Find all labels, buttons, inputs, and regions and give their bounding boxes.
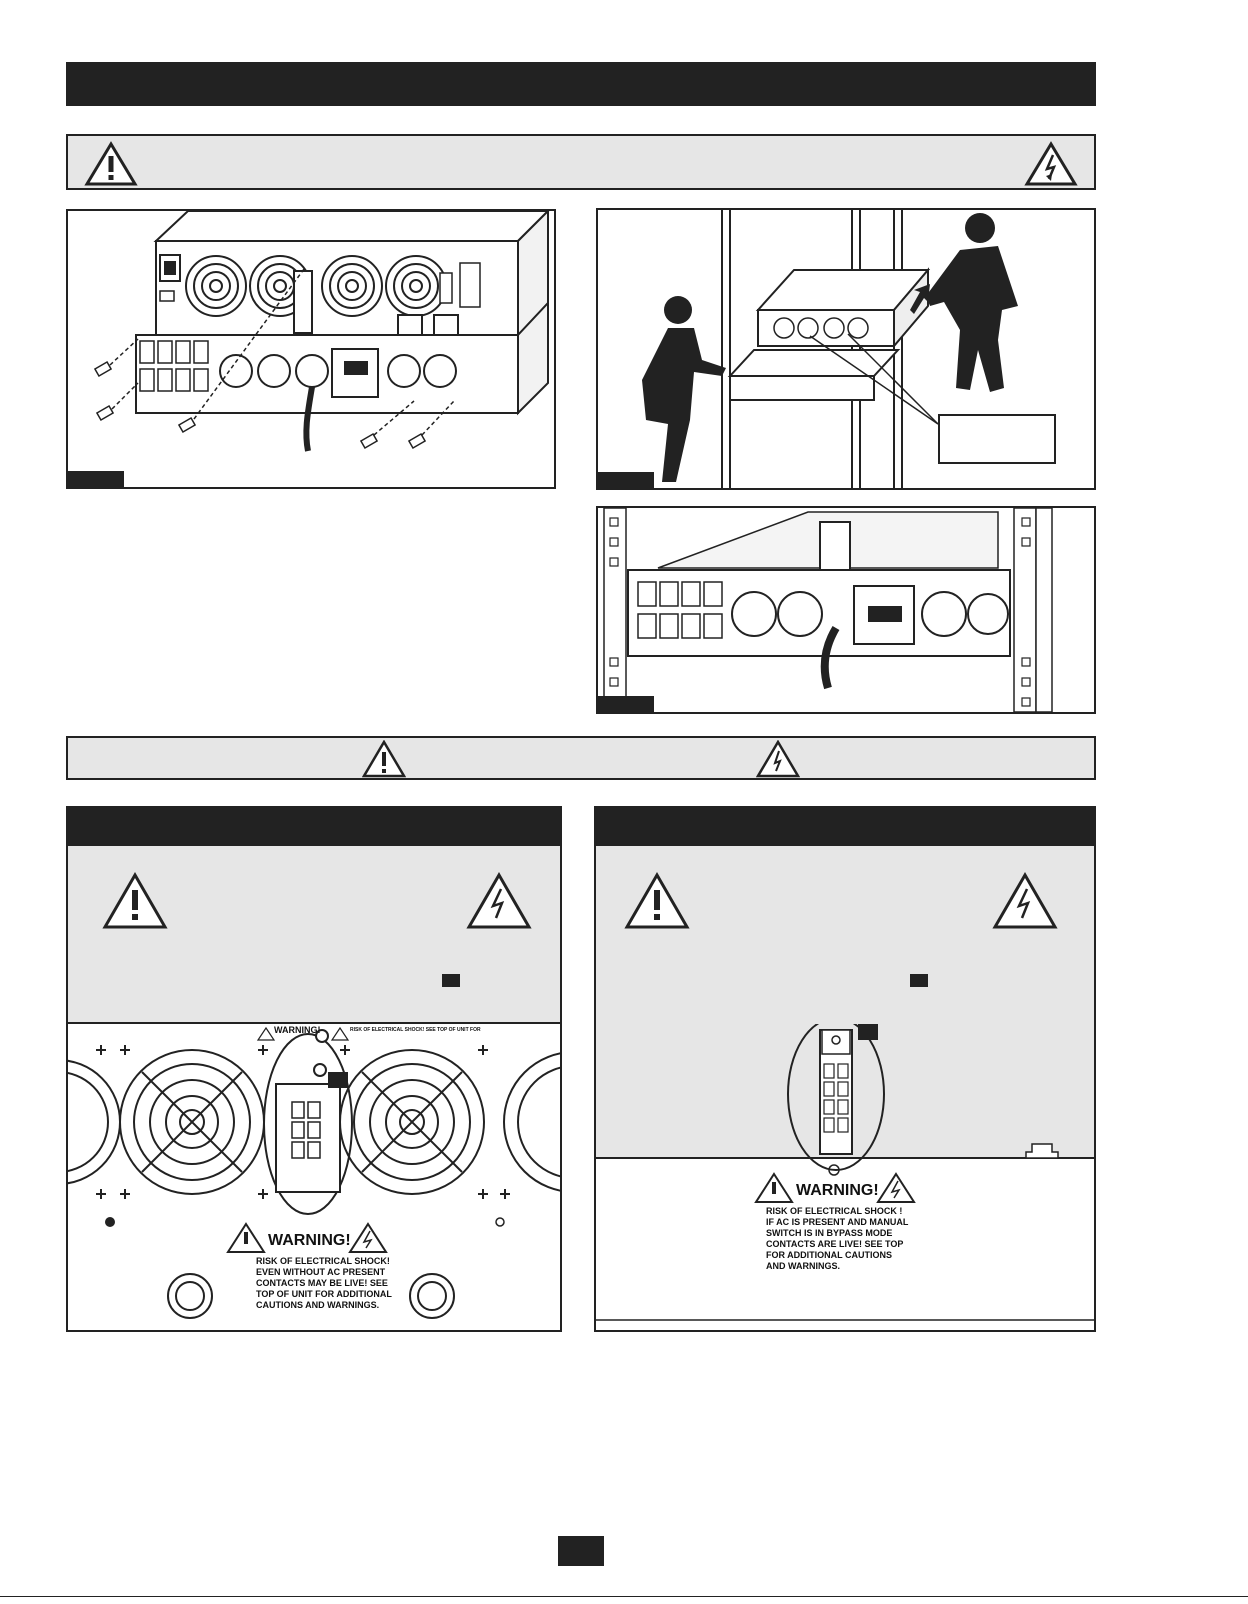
rear-fans-diagram [68,1026,560,1319]
panel-right: WARNING! RISK OF ELECTRICAL SHOCK ! IF A… [594,806,1096,1332]
top-warning-strip: WARNING! [274,1025,321,1035]
panel-right-diagram: WARNING! RISK OF ELECTRICAL SHOCK ! IF A… [596,1017,1094,1330]
two-person-lift-illustration [642,210,1018,488]
figure-tag [598,472,654,488]
warning-line: RISK OF ELECTRICAL SHOCK ! [766,1206,903,1216]
warning-line: IF AC IS PRESENT AND MANUAL [766,1217,909,1227]
figure-tag [68,471,124,487]
panel-left-header [68,808,560,846]
reference-marker [442,974,460,987]
warning-line: CONTACTS ARE LIVE! SEE TOP [766,1239,904,1249]
panel-right-header [596,808,1094,846]
rack-installed-illustration [603,508,1053,712]
warning-line: CONTACTS MAY BE LIVE! SEE [256,1278,388,1288]
panel-left-diagram: WARNING! RISK OF ELECTRICAL SHOCK! SEE T… [68,1024,560,1330]
warning-line: FOR ADDITIONAL CAUTIONS [766,1250,892,1260]
page-number-block [558,1536,604,1566]
callout-box [938,414,1056,464]
bottom-rule [0,1596,1248,1597]
warning-line: SWITCH IS IN BYPASS MODE [766,1228,893,1238]
warning-text-right: RISK OF ELECTRICAL SHOCK ! IF AC IS PRES… [766,1206,956,1272]
caution-triangle-icon [84,141,138,186]
caution-triangle-icon [102,872,168,929]
caution-band-middle [66,736,1096,780]
rear-panel-illustration [93,211,550,452]
figure-rear-panel-screws [66,209,556,489]
warning-heading-left: WARNING! [268,1232,351,1249]
figure-tag [598,696,654,712]
top-warning-strip-small: RISK OF ELECTRICAL SHOCK! SEE TOP OF UNI… [350,1027,481,1033]
electrical-shock-icon [756,740,800,778]
warning-line: TOP OF UNIT FOR ADDITIONAL [256,1289,392,1299]
figure-installed-in-rack [596,506,1096,714]
warning-line: EVEN WITHOUT AC PRESENT [256,1267,386,1277]
caution-triangle-icon [362,740,406,778]
warning-heading-right: WARNING! [796,1182,879,1199]
section-title-bar [66,62,1096,106]
figure-two-person-lift [596,208,1096,490]
electrical-shock-icon [992,872,1058,929]
panel-left: WARNING! RISK OF ELECTRICAL SHOCK! SEE T… [66,806,562,1332]
electrical-shock-icon [1024,141,1078,186]
divider [68,1022,560,1024]
panel-left-caution-area [68,846,560,1022]
electrical-shock-icon [466,872,532,929]
warning-line: RISK OF ELECTRICAL SHOCK! [256,1256,390,1266]
caution-triangle-icon [624,872,690,929]
caution-band-top [66,134,1096,190]
bypass-switch-diagram [596,1017,1094,1330]
warning-line: AND WARNINGS. [766,1261,840,1271]
warning-line: CAUTIONS AND WARNINGS. [256,1300,380,1310]
reference-marker [910,974,928,987]
warning-text-left: RISK OF ELECTRICAL SHOCK! EVEN WITHOUT A… [256,1256,426,1311]
